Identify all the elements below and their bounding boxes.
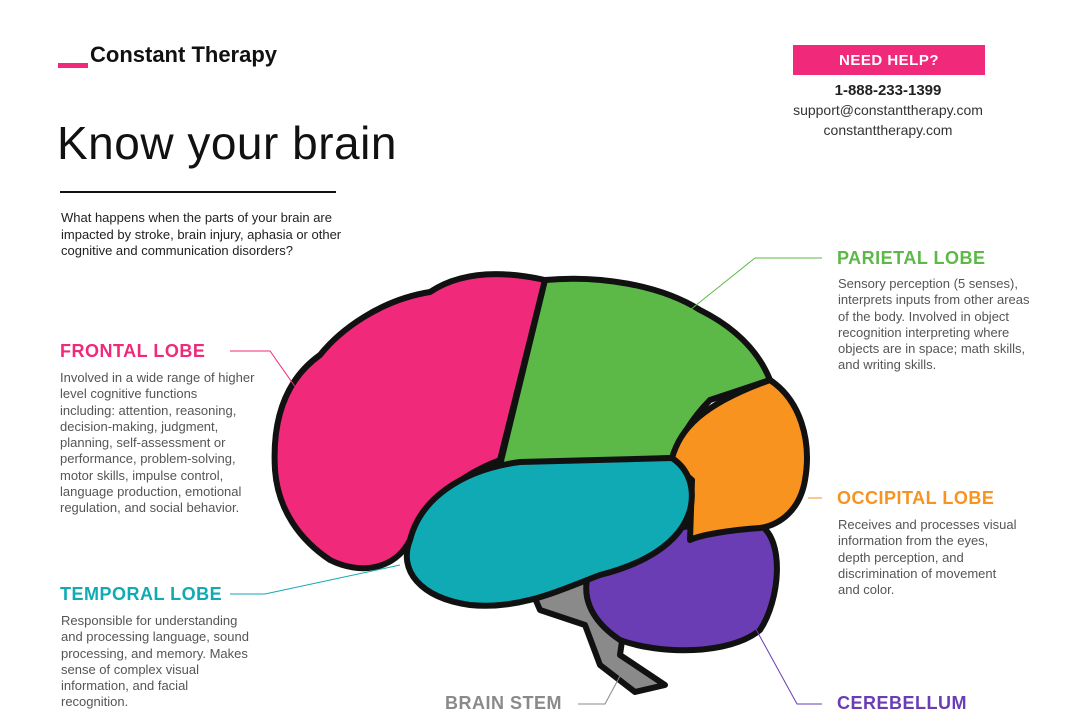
brain-stem-heading: BRAIN STEM [445,693,562,713]
parietal-lobe-text: Sensory perception (5 senses), interpret… [838,276,1030,373]
title-divider [60,191,336,193]
website-link[interactable]: constanttherapy.com [823,122,953,138]
need-help-button[interactable]: NEED HELP? [793,45,985,75]
cerebellum-heading: CEREBELLUM [837,693,967,713]
page-title: Know your brain [57,117,397,169]
support-email[interactable]: support@constanttherapy.com [793,102,983,118]
temporal-lobe-region [403,455,695,609]
parietal-leader-line [689,257,822,311]
intro-text: What happens when the parts of your brai… [61,210,342,258]
temporal-leader-line [230,564,401,595]
parietal-lobe-heading: PARIETAL LOBE [837,248,986,268]
temporal-lobe-text: Responsible for understanding and proces… [61,613,249,710]
frontal-lobe-text: Involved in a wide range of higher level… [60,370,255,516]
frontal-leader-line [230,350,297,389]
occipital-lobe-region [668,377,810,543]
frontal-lobe-heading: FRONTAL LOBE [60,341,206,361]
brainstem-leader-line [578,675,621,705]
cerebellum-leader-line [751,621,822,705]
occipital-lobe-text: Receives and processes visual informatio… [838,517,1017,598]
occipital-lobe-heading: OCCIPITAL LOBE [837,488,995,508]
temporal-lobe-heading: TEMPORAL LOBE [60,584,223,604]
phone-number[interactable]: 1-888-233-1399 [834,82,942,99]
logo-mark [58,63,88,68]
logo: Constant Therapy [90,42,278,67]
